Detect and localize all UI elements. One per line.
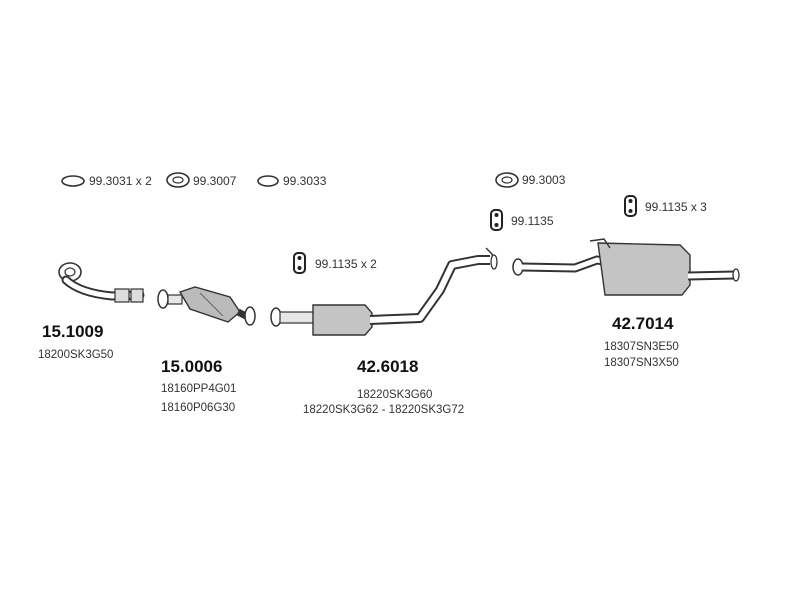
oem-code: 18307SN3E50: [604, 341, 679, 353]
part-number-15-0006: 15.0006: [161, 357, 223, 376]
hanger-label-99-1135: 99.1135: [511, 214, 554, 228]
part-number-42-6018: 42.6018: [357, 357, 419, 376]
gasket-dome-icon: [166, 172, 190, 188]
hanger-label-99-1135-x3: 99.1135 x 3: [645, 200, 707, 214]
gasket-ring-icon: [257, 175, 279, 187]
gasket-label-99-3033: 99.3033: [283, 174, 327, 188]
hanger-label-99-1135-x2: 99.1135 x 2: [315, 257, 377, 271]
oem-code: 18307SN3X50: [604, 357, 679, 369]
rubber-hanger-icon: [624, 195, 637, 217]
oem-code: 18160P06G30: [161, 402, 236, 414]
gasket-dome-icon: [495, 172, 519, 188]
front-pipe-drawing: [58, 262, 145, 303]
rear-silencer-drawing: [512, 238, 740, 296]
rubber-hanger-icon: [293, 252, 306, 274]
part-number-15-1009: 15.1009: [42, 322, 104, 341]
gasket-label-99-3007: 99.3007: [193, 174, 237, 188]
rubber-hanger-icon: [490, 209, 503, 231]
oem-code: 18160PP4G01: [161, 383, 237, 395]
gasket-ring-icon: [61, 175, 85, 187]
oem-code: 18220SK3G60: [357, 389, 433, 401]
oem-code: 18200SK3G50: [38, 349, 114, 361]
oem-code: 18220SK3G62 - 18220SK3G72: [303, 404, 465, 416]
middle-silencer-drawing: [270, 247, 498, 336]
gasket-label-99-3003: 99.3003: [522, 173, 566, 187]
catalytic-converter-drawing: [157, 286, 256, 326]
gasket-label-99-3031: 99.3031 x 2: [89, 174, 152, 188]
part-number-42-7014: 42.7014: [612, 314, 674, 333]
